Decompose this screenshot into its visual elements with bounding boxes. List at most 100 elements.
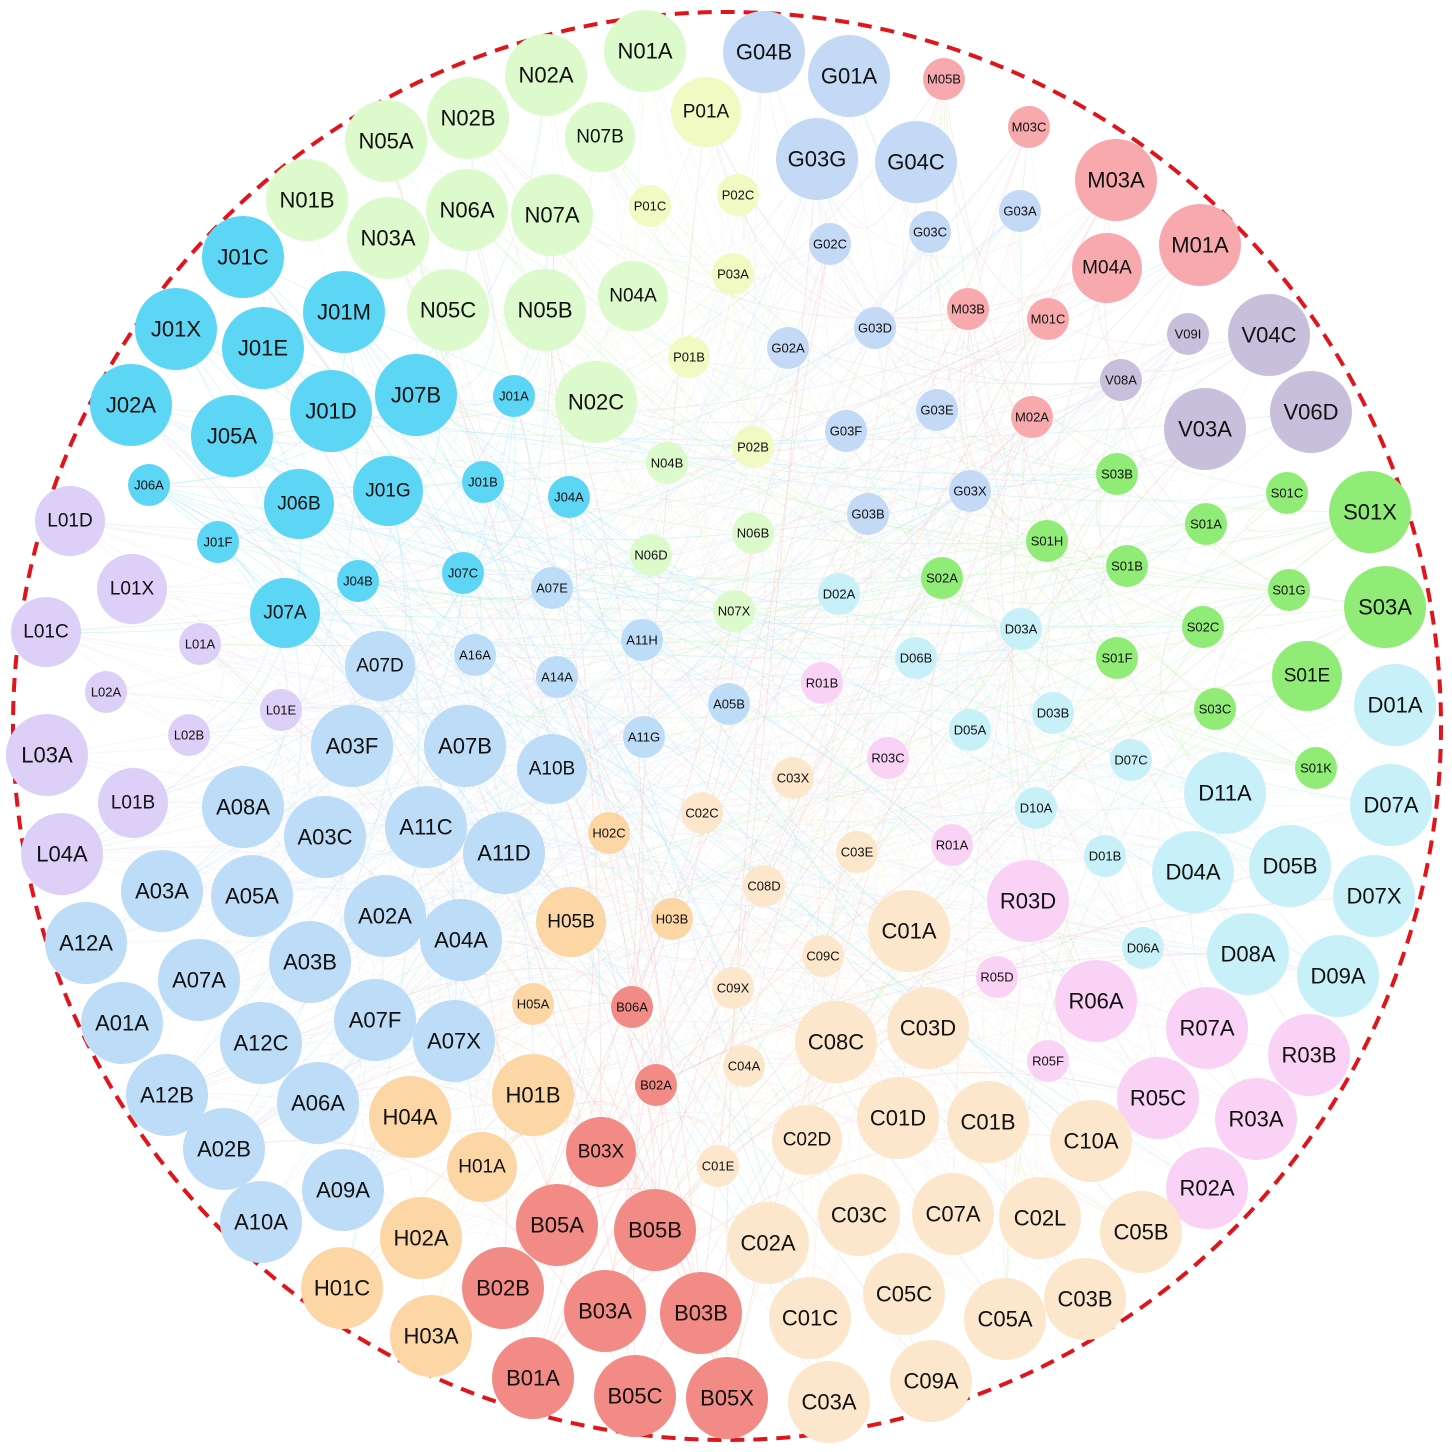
node-n01a[interactable]: N01A [604,10,686,92]
node-c02a[interactable]: C02A [727,1202,809,1284]
node-circle[interactable] [222,307,304,389]
node-circle[interactable] [511,174,593,256]
node-circle[interactable] [1075,139,1157,221]
node-l01c[interactable]: L01C [11,597,81,667]
node-j04a[interactable]: J04A [548,476,590,518]
node-circle[interactable] [462,461,504,503]
node-circle[interactable] [555,361,637,443]
node-circle[interactable] [345,631,415,701]
node-h02a[interactable]: H02A [380,1197,462,1279]
node-r07a[interactable]: R07A [1166,987,1248,1069]
node-circle[interactable] [621,619,663,661]
node-p03a[interactable]: P03A [712,253,754,295]
node-circle[interactable] [517,734,587,804]
node-a02b[interactable]: A02B [183,1108,265,1190]
node-a07f[interactable]: A07F [334,979,416,1061]
node-c01d[interactable]: C01D [857,1077,939,1159]
node-circle[interactable] [128,464,170,506]
node-n05b[interactable]: N05B [504,269,586,351]
node-circle[interactable] [723,1045,765,1087]
node-j07b[interactable]: J07B [375,354,457,436]
node-d06a[interactable]: D06A [1122,927,1164,969]
node-l01x[interactable]: L01X [97,554,167,624]
node-v06d[interactable]: V06D [1270,371,1352,453]
node-h03b[interactable]: H03B [651,898,693,940]
node-circle[interactable] [1266,472,1308,514]
node-circle[interactable] [1072,233,1142,303]
node-c01e[interactable]: C01E [697,1145,739,1187]
node-circle[interactable] [1207,913,1289,995]
node-b02a[interactable]: B02A [635,1064,677,1106]
node-a05b[interactable]: A05B [708,683,750,725]
node-circle[interactable] [191,395,273,477]
node-circle[interactable] [347,197,429,279]
node-circle[interactable] [1000,608,1042,650]
node-a12b[interactable]: A12B [126,1054,208,1136]
node-v09i[interactable]: V09I [1167,313,1209,355]
node-n05c[interactable]: N05C [407,269,489,351]
node-circle[interactable] [588,812,630,854]
node-circle[interactable] [836,831,878,873]
node-circle[interactable] [635,1064,677,1106]
node-d11a[interactable]: D11A [1184,752,1266,834]
node-j02a[interactable]: J02A [90,364,172,446]
node-circle[interactable] [1117,1057,1199,1139]
node-circle[interactable] [1044,1258,1126,1340]
node-circle[interactable] [1268,1014,1350,1096]
node-circle[interactable] [269,921,351,1003]
node-circle[interactable] [857,1077,939,1159]
node-circle[interactable] [1110,739,1152,781]
node-circle[interactable] [220,1002,302,1084]
node-circle[interactable] [772,757,814,799]
node-d04a[interactable]: D04A [1152,831,1234,913]
node-circle[interactable] [802,935,844,977]
node-circle[interactable] [1011,396,1053,438]
node-circle[interactable] [825,410,867,452]
node-circle[interactable] [302,1149,384,1231]
node-a12a[interactable]: A12A [45,902,127,984]
node-r05f[interactable]: R05F [1027,1040,1069,1082]
node-circle[interactable] [697,1145,739,1187]
node-circle[interactable] [1152,831,1234,913]
node-j01g[interactable]: J01G [353,456,423,526]
node-n02c[interactable]: N02C [555,361,637,443]
node-circle[interactable] [646,442,688,484]
node-l01b[interactable]: L01B [98,768,168,838]
node-p01b[interactable]: P01B [668,336,710,378]
node-circle[interactable] [345,100,427,182]
node-circle[interactable] [45,902,127,984]
node-circle[interactable] [1295,747,1337,789]
node-circle[interactable] [1100,1191,1182,1273]
node-g03g[interactable]: G03G [776,118,858,200]
node-m01c[interactable]: M01C [1027,298,1069,340]
node-j06b[interactable]: J06B [264,469,334,539]
node-circle[interactable] [447,1132,517,1202]
node-circle[interactable] [1194,688,1236,730]
node-circle[interactable] [301,1247,383,1329]
node-circle[interactable] [1182,606,1224,648]
node-r02a[interactable]: R02A [1166,1147,1248,1229]
node-g03c[interactable]: G03C [909,211,951,253]
node-m05b[interactable]: M05B [923,58,965,100]
node-c05a[interactable]: C05A [964,1278,1046,1360]
node-d05a[interactable]: D05A [949,709,991,751]
node-circle[interactable] [1333,855,1415,937]
node-circle[interactable] [614,1189,696,1271]
node-circle[interactable] [708,683,750,725]
node-s01g[interactable]: S01G [1268,569,1310,611]
node-circle[interactable] [732,512,774,554]
node-circle[interactable] [158,939,240,1021]
node-circle[interactable] [566,1117,636,1187]
node-circle[interactable] [686,1357,768,1439]
node-s02c[interactable]: S02C [1182,606,1224,648]
node-circle[interactable] [949,470,991,512]
node-circle[interactable] [651,898,693,940]
node-circle[interactable] [795,1001,877,1083]
node-circle[interactable] [776,118,858,200]
node-l01a[interactable]: L01A [179,623,221,665]
node-a07a[interactable]: A07A [158,939,240,1021]
node-circle[interactable] [353,456,423,526]
node-s01e[interactable]: S01E [1272,641,1342,711]
node-circle[interactable] [1272,641,1342,711]
node-circle[interactable] [504,269,586,351]
